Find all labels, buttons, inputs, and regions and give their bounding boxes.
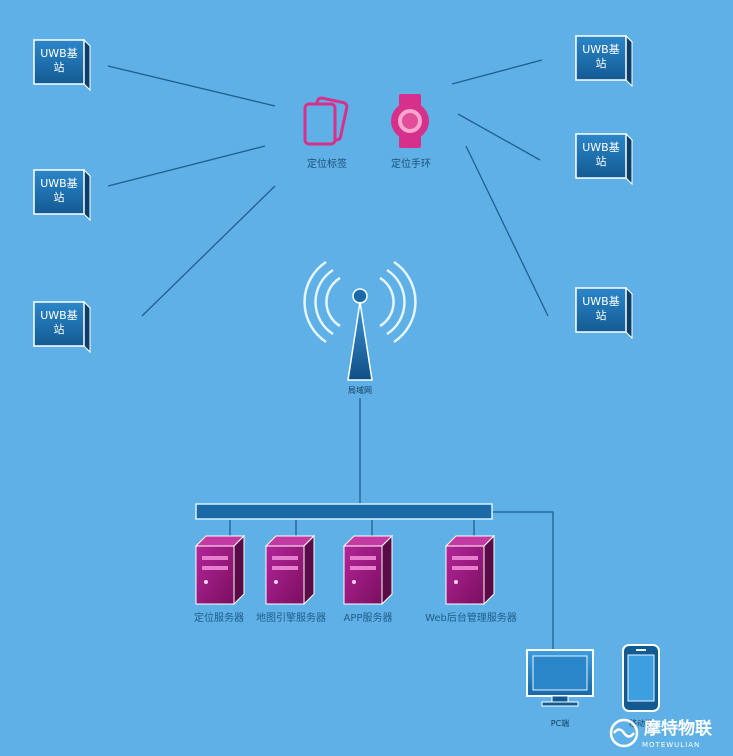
- server-icon: [444, 534, 496, 606]
- station-label-line2: 站: [54, 322, 65, 336]
- uwb-station: UWB基 站: [32, 38, 92, 92]
- station-label-line2: 站: [54, 190, 65, 204]
- tag-icon: [303, 96, 349, 146]
- station-label-line1: UWB基: [582, 141, 619, 154]
- server-label: Web后台管理服务器: [425, 611, 517, 624]
- station-label-line1: UWB基: [582, 295, 619, 308]
- server-label: 定位服务器: [194, 611, 244, 624]
- uwb-station: UWB基 站: [574, 34, 634, 88]
- link-line: [107, 145, 266, 187]
- server-label: APP服务器: [344, 611, 393, 624]
- station-links: [107, 59, 549, 317]
- station-label-line2: 站: [54, 60, 65, 74]
- uwb-station: UWB基 站: [574, 286, 634, 340]
- link-line: [465, 145, 549, 317]
- uwb-station: UWB基 站: [32, 168, 92, 222]
- uwb-station: UWB基 站: [574, 132, 634, 186]
- monitor-icon: [526, 649, 594, 707]
- mobile-label: 移动端: [629, 718, 653, 728]
- lan-label: 局域网: [348, 385, 372, 395]
- station-label-line1: UWB基: [40, 47, 77, 60]
- station-label-line1: UWB基: [40, 309, 77, 322]
- logo-sub: MOTEWULIAN: [642, 741, 700, 749]
- link-line: [457, 113, 541, 161]
- link-line: [107, 65, 276, 107]
- uwb-station: UWB基 站: [32, 300, 92, 354]
- phone-icon: [622, 644, 660, 712]
- watch-icon: [391, 94, 429, 148]
- server-icon: [342, 534, 394, 606]
- server-icon: [264, 534, 316, 606]
- server-label: 地图引擎服务器: [256, 611, 326, 624]
- wristband-label: 定位手环: [391, 157, 431, 170]
- station-label-line1: UWB基: [582, 43, 619, 56]
- pc-label: PC端: [551, 718, 569, 728]
- logo-name: 摩特物联: [644, 718, 712, 739]
- server-icon: [194, 534, 246, 606]
- station-label-line2: 站: [596, 308, 607, 322]
- station-label-line2: 站: [596, 154, 607, 168]
- link-line: [141, 185, 276, 317]
- station-label-line1: UWB基: [40, 177, 77, 190]
- brand-logo: 摩特物联 MOTEWULIAN: [609, 718, 712, 749]
- antenna-icon: [303, 260, 417, 381]
- network-switch-bar: [195, 503, 493, 520]
- tag-label: 定位标签: [307, 157, 347, 170]
- station-label-line2: 站: [596, 56, 607, 70]
- link-line: [451, 59, 543, 85]
